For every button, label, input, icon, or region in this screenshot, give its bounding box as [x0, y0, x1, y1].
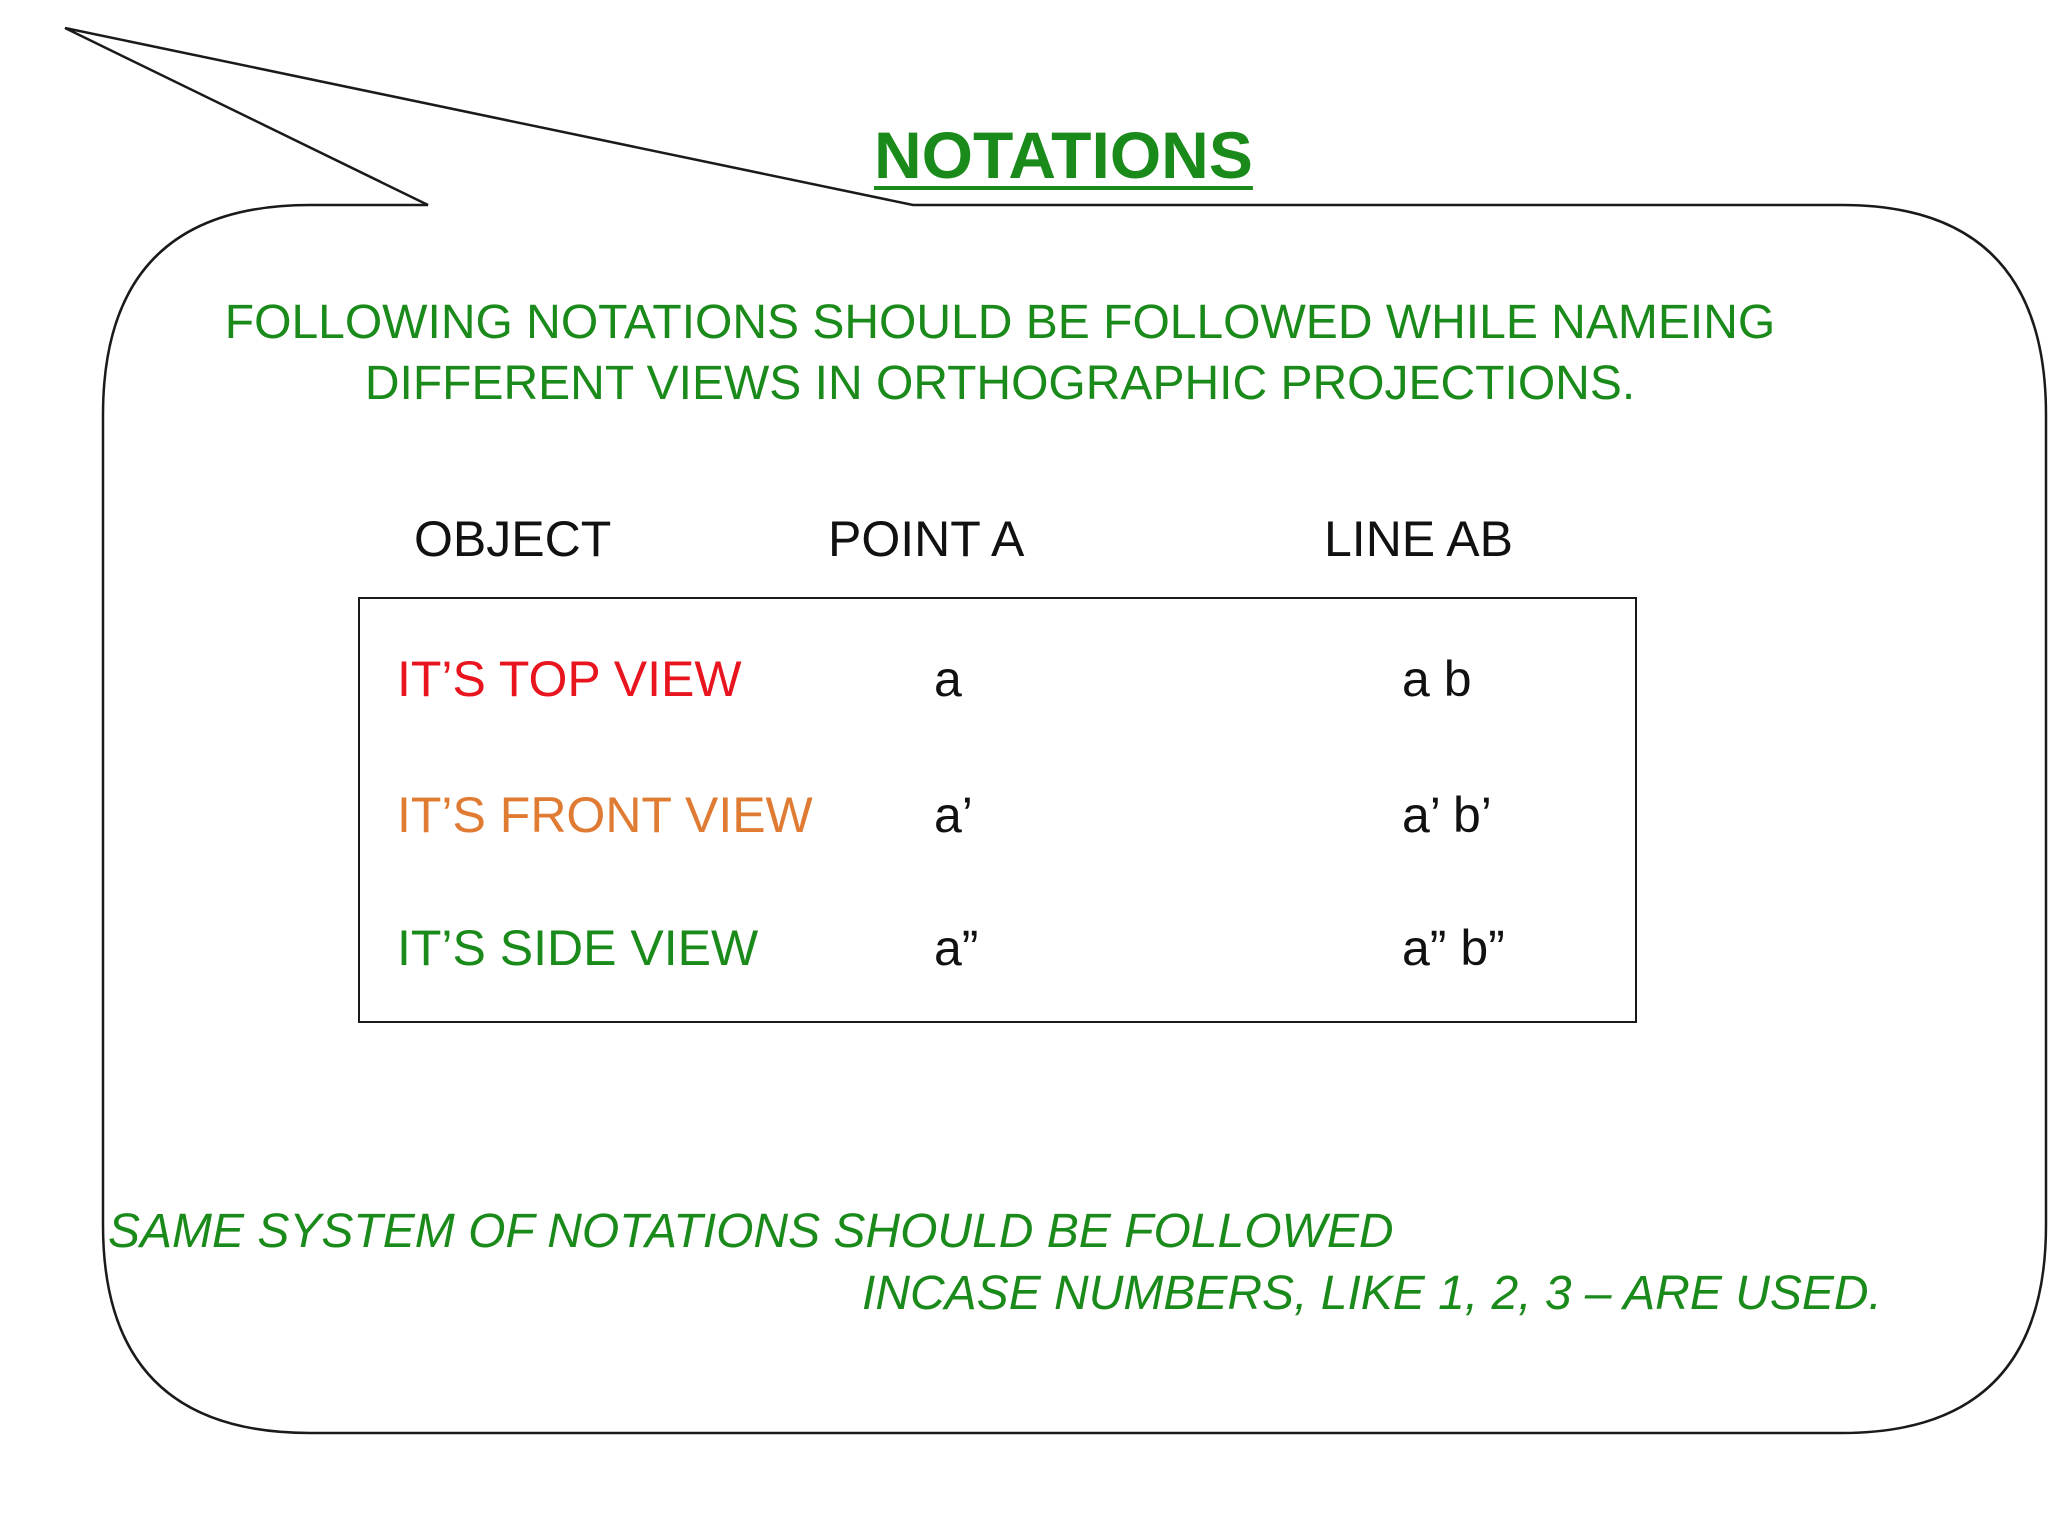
row-label-side-view: IT’S SIDE VIEW: [397, 920, 759, 976]
point-front-view-notation: a’: [934, 787, 973, 843]
point-side-view-notation: a”: [934, 920, 979, 976]
row-label-front-view: IT’S FRONT VIEW: [397, 787, 813, 843]
intro-text: FOLLOWING NOTATIONS SHOULD BE FOLLOWED W…: [224, 296, 1776, 410]
note-line-2: INCASE NUMBERS, LIKE 1, 2, 3 – ARE USED.: [862, 1267, 1882, 1320]
line-side-view-notation: a” b”: [1402, 920, 1505, 976]
point-top-view-notation: a: [934, 651, 962, 707]
row-label-top-view: IT’S TOP VIEW: [397, 651, 742, 707]
notation-table: [358, 597, 1637, 1023]
column-header-line-ab: LINE AB: [1324, 511, 1513, 567]
note-line-1: SAME SYSTEM OF NOTATIONS SHOULD BE FOLLO…: [108, 1205, 1394, 1258]
column-header-point-a: POINT A: [828, 511, 1025, 567]
column-header-object: OBJECT: [414, 511, 612, 567]
page-title: NOTATIONS: [874, 118, 1253, 192]
line-front-view-notation: a’ b’: [1402, 787, 1492, 843]
line-top-view-notation: a b: [1402, 651, 1472, 707]
